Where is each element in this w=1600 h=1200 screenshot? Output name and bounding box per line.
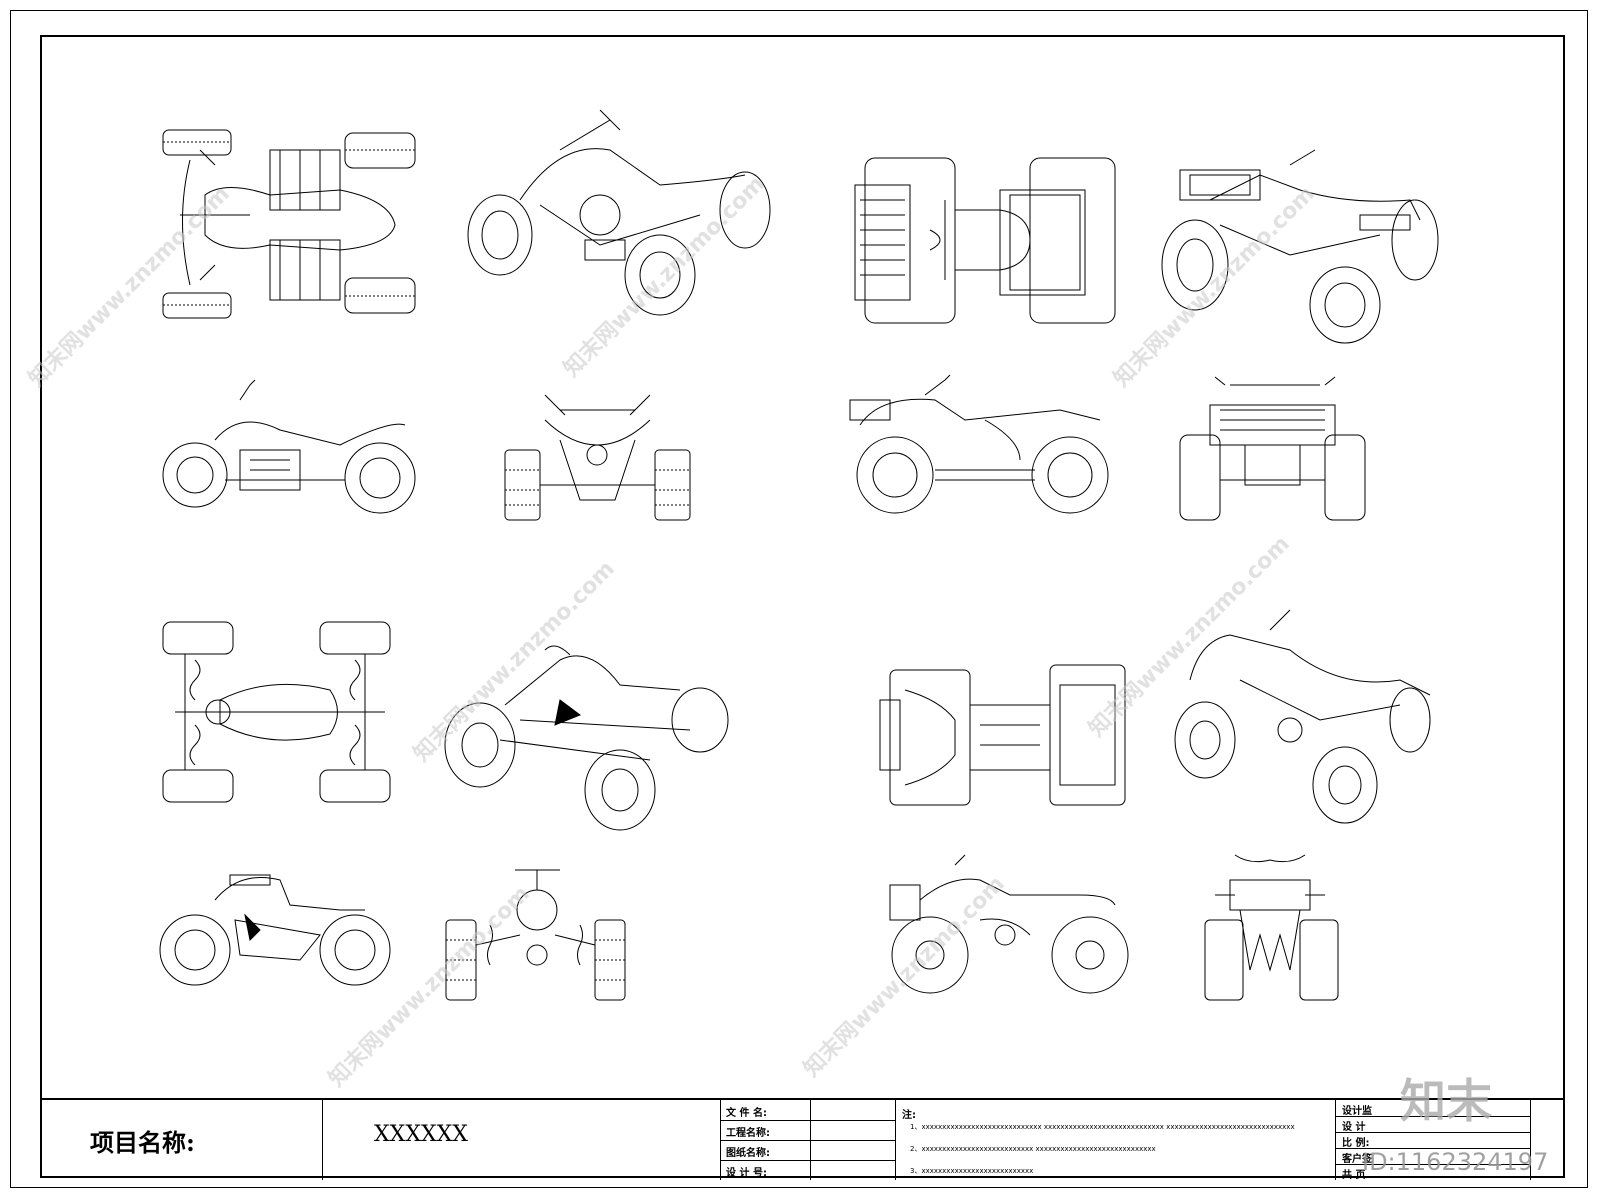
atv-front-view-3 bbox=[446, 870, 625, 1000]
field-scale: 比 例: bbox=[1342, 1138, 1370, 1149]
drawing-inner-border bbox=[40, 35, 1565, 1178]
note-line-1: 1、xxxxxxxxxxxxxxxxxxxxxxxxxxxxx xxxxxxxx… bbox=[910, 1123, 1295, 1131]
atv-side-view-2 bbox=[850, 375, 1108, 513]
atv-perspective-2 bbox=[1162, 150, 1438, 343]
project-name-value: XXXXXX bbox=[374, 1122, 468, 1147]
field-designer: 设 计 bbox=[1342, 1122, 1366, 1133]
project-name-label: 项目名称: bbox=[90, 1128, 195, 1157]
watermark-logo: 知末 bbox=[1400, 1074, 1492, 1128]
atv-top-view-1 bbox=[163, 130, 415, 318]
atv-front-view-1 bbox=[505, 395, 690, 520]
title-block: 项目名称: XXXXXX 文 件 名: 工程名称: 图纸名称: 设 计 号: 注… bbox=[40, 1098, 1565, 1181]
watermark-id: ID:1162324197 bbox=[1362, 1148, 1549, 1176]
atv-side-view-4 bbox=[890, 855, 1128, 993]
atv-perspective-3 bbox=[445, 646, 728, 830]
notes-label: 注: bbox=[902, 1110, 916, 1121]
atv-rear-view-4 bbox=[1205, 855, 1338, 1000]
atv-perspective-4 bbox=[1175, 610, 1430, 823]
atv-side-view-1 bbox=[163, 380, 415, 513]
field-design-number: 设 计 号: bbox=[726, 1168, 767, 1179]
field-project-name: 工程名称: bbox=[726, 1128, 770, 1139]
field-drawing-name: 图纸名称: bbox=[726, 1148, 770, 1159]
field-file-name: 文 件 名: bbox=[726, 1108, 767, 1119]
atv-perspective-1 bbox=[468, 110, 770, 315]
atv-side-view-3 bbox=[160, 875, 390, 985]
atv-top-view-4 bbox=[880, 665, 1125, 805]
field-client-signature: 客户签 bbox=[1342, 1154, 1372, 1165]
note-line-3: 3、xxxxxxxxxxxxxxxxxxxxxxxxxxx bbox=[910, 1167, 1034, 1175]
field-design-supervisor: 设计监 bbox=[1342, 1106, 1372, 1117]
note-line-2: 2、xxxxxxxxxxxxxxxxxxxxxxxxxxx xxxxxxxxxx… bbox=[910, 1145, 1156, 1153]
atv-top-view-3 bbox=[163, 622, 390, 802]
atv-top-view-2 bbox=[855, 158, 1115, 323]
field-total-pages: 共 页 bbox=[1342, 1170, 1366, 1181]
atv-rear-view-2 bbox=[1180, 377, 1365, 520]
drawing-outer-border bbox=[10, 10, 1588, 1188]
